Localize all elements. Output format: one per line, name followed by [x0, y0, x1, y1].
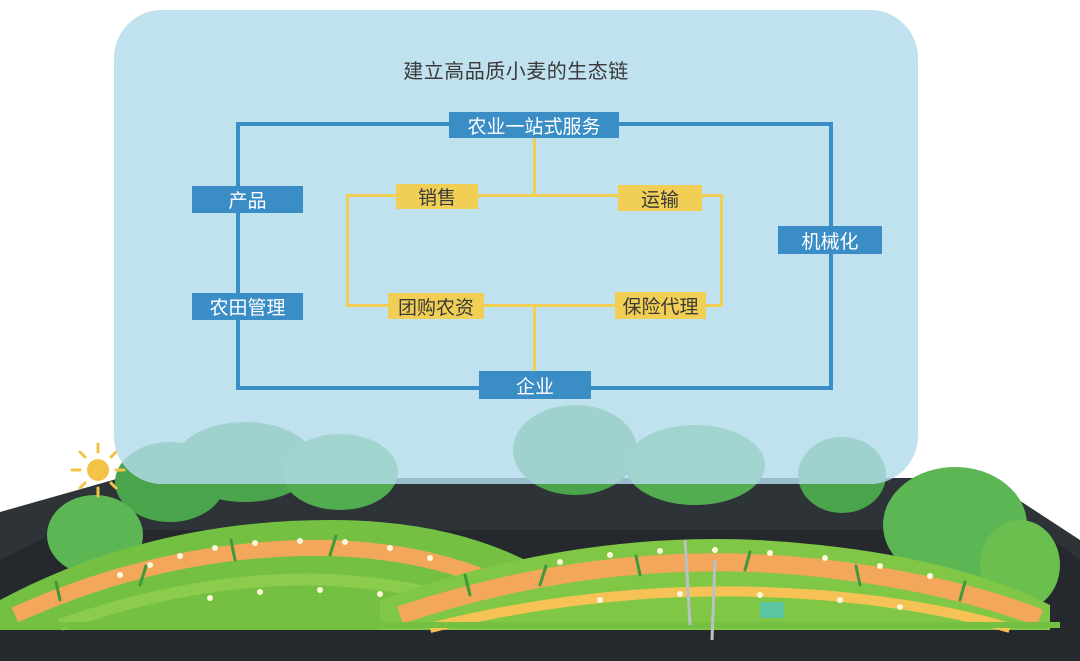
inner-frame-left: [346, 194, 349, 307]
connector-top: [533, 136, 536, 196]
diagram-title: 建立高品质小麦的生态链: [403, 59, 629, 83]
node-insurance-agency: 保险代理: [615, 292, 706, 319]
node-group-buy-supplies: 团购农资: [388, 293, 484, 319]
node-products: 产品: [192, 186, 303, 213]
node-one-stop-service: 农业一站式服务: [449, 112, 619, 138]
node-transport: 运输: [618, 185, 702, 211]
rolling-fields: [0, 520, 1060, 633]
inner-frame-bottom: [346, 304, 723, 307]
outer-frame-right: [829, 122, 833, 390]
node-sales: 销售: [396, 184, 478, 209]
node-farmland-management: 农田管理: [192, 293, 303, 320]
node-mechanization: 机械化: [778, 226, 882, 254]
node-enterprise: 企业: [479, 371, 591, 399]
connector-bottom: [533, 306, 536, 372]
sun-icon: [70, 442, 126, 498]
seed-dots: [117, 538, 933, 610]
outer-frame-left: [236, 122, 240, 390]
inner-frame-right: [720, 194, 723, 307]
grass-blades: [54, 534, 967, 602]
field-sticks: [683, 539, 784, 641]
